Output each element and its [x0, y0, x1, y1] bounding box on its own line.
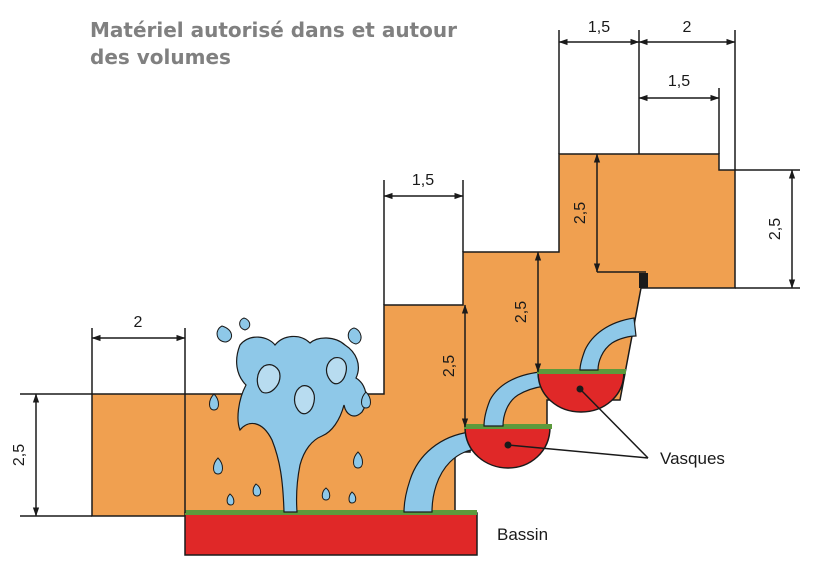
fountain [236, 335, 367, 513]
droplet [353, 451, 363, 469]
title-line-1: Matériel autorisé dans et autour [90, 18, 457, 42]
vasque-upper-rim [537, 369, 626, 374]
label-vasques: Vasques [660, 449, 725, 468]
droplet [213, 457, 223, 475]
droplet [226, 493, 235, 506]
dim-label-right-height: 2,5 [767, 218, 784, 240]
dim-label-top-inner: 1,5 [668, 73, 690, 90]
droplet [239, 317, 251, 331]
vasques-leaders [507, 388, 649, 459]
droplet [216, 325, 232, 343]
dim-label-middle-step: 1,5 [412, 172, 434, 189]
dimension-arrows [32, 38, 796, 517]
droplet [209, 393, 219, 411]
water-stream-upper [579, 317, 637, 371]
dim-label-upper-step-height: 2,5 [513, 301, 530, 323]
diagram-title: Matériel autorisé dans et autour des vol… [90, 17, 530, 71]
droplet [347, 327, 362, 345]
vasque-lower-rim [464, 424, 552, 429]
droplet [321, 487, 331, 501]
droplet [348, 491, 357, 504]
water-droplets [209, 317, 371, 506]
water-stream-lower [403, 431, 477, 513]
bassin [184, 512, 478, 556]
dim-label-top-volume-height: 2,5 [572, 202, 589, 224]
fountain-lobe-mid [293, 385, 315, 415]
fountain-lobe-right [325, 357, 347, 385]
bassin-rim [185, 510, 477, 515]
dim-label-left-width: 2 [134, 314, 143, 331]
dim-label-top-right: 2 [683, 19, 692, 36]
droplet [252, 483, 262, 497]
water-stream-middle [483, 371, 546, 427]
safety-volume [91, 153, 736, 517]
fountain-lobe-left [256, 364, 281, 394]
dim-label-middle-height: 2,5 [441, 355, 458, 377]
droplet [361, 391, 371, 409]
title-line-2: des volumes [90, 45, 231, 69]
label-bassin: Bassin [497, 525, 548, 544]
volume-notch [639, 273, 648, 288]
dim-label-top-left: 1,5 [588, 19, 610, 36]
dim-label-left-height: 2,5 [11, 444, 28, 466]
